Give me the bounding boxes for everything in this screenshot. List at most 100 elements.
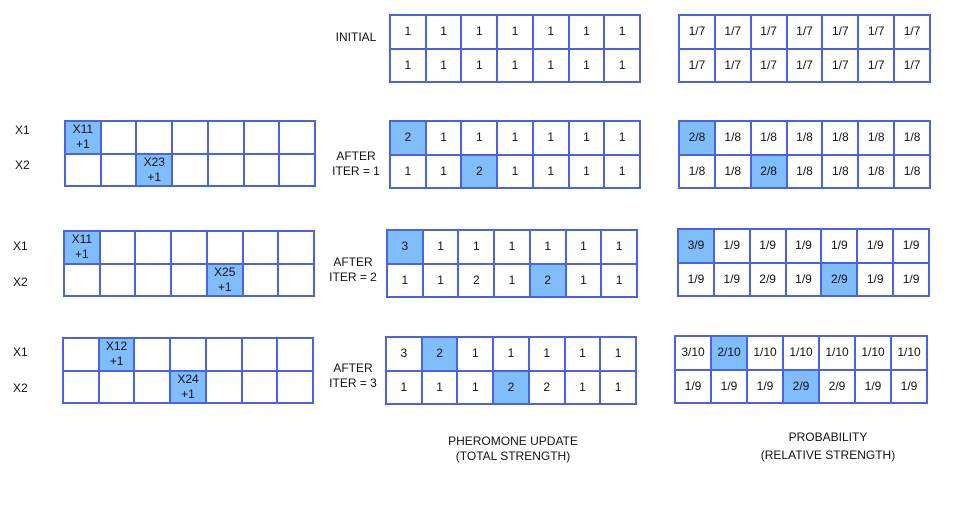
grid-cell: 2 bbox=[493, 370, 529, 404]
row-label-x1: X1 bbox=[13, 239, 28, 253]
grid-cell bbox=[207, 121, 244, 154]
grid-cell bbox=[172, 153, 208, 186]
grid-cell: 1 bbox=[604, 15, 640, 49]
grid-cell bbox=[279, 153, 315, 186]
grid-cell bbox=[98, 370, 135, 403]
grid-cell: 1 bbox=[390, 48, 426, 82]
grid-cell: 2/9 bbox=[819, 369, 855, 403]
grid-cell bbox=[206, 231, 243, 264]
grid-cell: 1 bbox=[421, 370, 458, 404]
row-label-x2: X2 bbox=[15, 158, 30, 172]
grid-cell bbox=[205, 370, 242, 403]
grid-cell bbox=[241, 370, 278, 403]
grid-cell: 1 bbox=[564, 337, 601, 371]
grid-cell: 1/7 bbox=[750, 48, 787, 82]
grid-cell bbox=[243, 153, 280, 186]
grid-cell: 2 bbox=[458, 263, 495, 297]
initial-label: INITIAL bbox=[335, 30, 377, 44]
grid-cell: 3/9 bbox=[678, 229, 714, 263]
probability-caption: PROBABILITY (RELATIVE STRENGTH) bbox=[728, 430, 928, 463]
iteration-1-label: AFTER ITER = 1 bbox=[325, 149, 387, 179]
grid-cell: 2 bbox=[529, 263, 566, 297]
grid-cell: X12 +1 bbox=[98, 338, 135, 371]
grid-cell: 1/8 bbox=[714, 121, 751, 155]
grid-cell: 1 bbox=[600, 370, 636, 404]
grid-cell: 1 bbox=[604, 154, 640, 188]
grid-cell bbox=[99, 263, 136, 296]
grid-cell: 1 bbox=[390, 15, 426, 49]
grid-cell: 1/7 bbox=[858, 15, 895, 49]
grid-cell: 1 bbox=[604, 48, 640, 82]
grid-cell bbox=[171, 263, 207, 296]
grid-cell: 1 bbox=[568, 121, 605, 155]
iter-text: ITER = 2 bbox=[329, 270, 377, 284]
grid-cell: 2 bbox=[528, 370, 565, 404]
iter-text: ITER = 3 bbox=[329, 376, 377, 390]
grid-cell: 2 bbox=[421, 337, 458, 371]
grid-cell: 1 bbox=[604, 121, 640, 155]
grid-cell: 1 bbox=[568, 154, 605, 188]
grid-cell: 1/10 bbox=[891, 336, 927, 370]
grid-cell: 1 bbox=[425, 15, 462, 49]
grid-cell bbox=[63, 370, 99, 403]
grid-cell: 1/9 bbox=[749, 229, 786, 263]
grid-cell: 1/9 bbox=[821, 229, 858, 263]
grid-cell: 1/8 bbox=[679, 154, 715, 188]
grid-cell: 1/8 bbox=[750, 121, 787, 155]
grid-cell bbox=[170, 338, 206, 371]
grid-cell bbox=[279, 121, 315, 154]
grid-cell: 1/9 bbox=[891, 369, 927, 403]
grid-cell: 1/8 bbox=[894, 154, 930, 188]
grid-cell: 1 bbox=[568, 15, 605, 49]
grid-cell: 1 bbox=[497, 154, 533, 188]
grid-cell: 1/7 bbox=[822, 15, 859, 49]
grid-cell bbox=[278, 263, 314, 296]
grid-cell: 1 bbox=[568, 48, 605, 82]
grid-cell bbox=[134, 370, 171, 403]
pheromone-subtitle: (TOTAL STRENGTH) bbox=[455, 449, 571, 463]
grid-cell: 1/7 bbox=[679, 48, 715, 82]
row-label-x1: X1 bbox=[13, 345, 28, 359]
grid-cell bbox=[134, 338, 171, 371]
grid-cell: 1 bbox=[532, 48, 569, 82]
grid-cell: 2/9 bbox=[821, 262, 858, 296]
grid-cell bbox=[63, 338, 99, 371]
grid-cell: 2/8 bbox=[750, 154, 787, 188]
grid-cell: X25 +1 bbox=[206, 263, 243, 296]
grid-cell: 1 bbox=[425, 154, 462, 188]
after-text: AFTER bbox=[336, 149, 376, 163]
grid-cell: 1/9 bbox=[713, 229, 750, 263]
grid-cell bbox=[241, 338, 278, 371]
grid-cell: 1 bbox=[601, 263, 637, 297]
grid-cell bbox=[100, 153, 137, 186]
grid-cell: 1/9 bbox=[857, 262, 894, 296]
grid-cell: 1/9 bbox=[747, 369, 783, 403]
grid-cell: 1 bbox=[458, 230, 495, 264]
probability-title: PROBABILITY bbox=[788, 430, 868, 444]
grid-cell: 1/9 bbox=[857, 229, 894, 263]
grid-cell bbox=[207, 153, 244, 186]
grid-cell: 1/9 bbox=[675, 369, 711, 403]
grid-cell: 1/9 bbox=[713, 262, 750, 296]
grid-cell: 1/8 bbox=[822, 154, 859, 188]
grid-cell bbox=[135, 231, 172, 264]
grid-cell: 1 bbox=[425, 48, 462, 82]
grid-cell: 1/7 bbox=[894, 48, 930, 82]
grid-cell: 1 bbox=[529, 230, 566, 264]
grid-cell: 1 bbox=[494, 230, 530, 264]
row-label-x2: X2 bbox=[13, 381, 28, 395]
grid-cell: 2 bbox=[461, 154, 498, 188]
grid-cell bbox=[243, 121, 280, 154]
grid-cell: 1 bbox=[600, 337, 636, 371]
